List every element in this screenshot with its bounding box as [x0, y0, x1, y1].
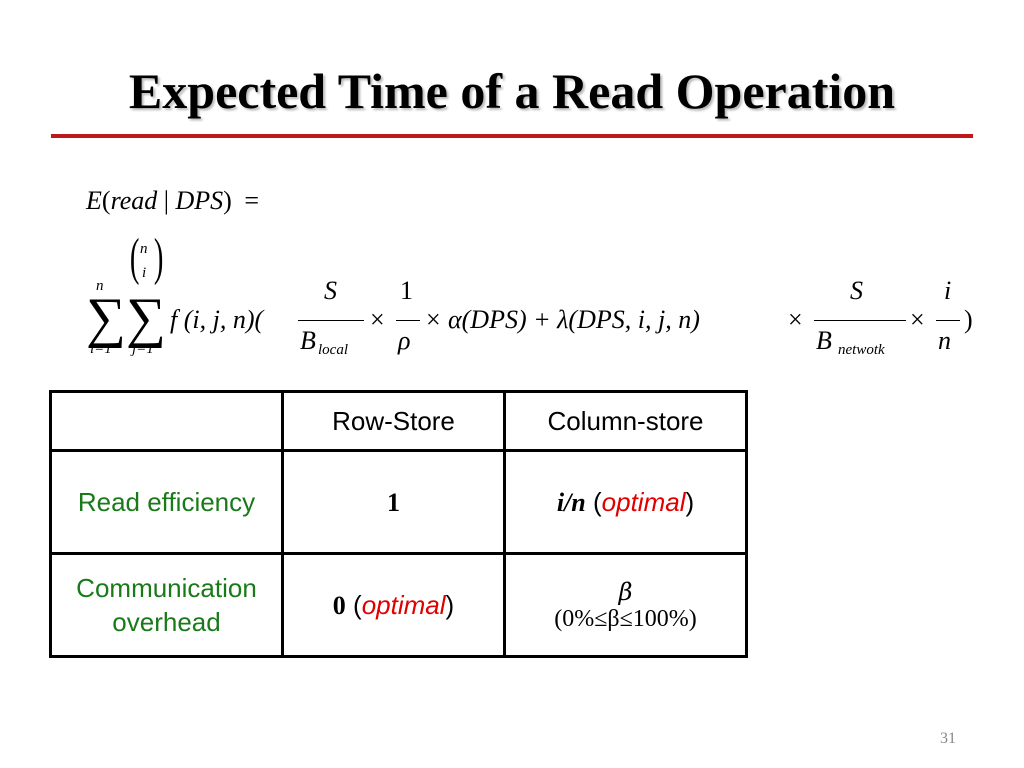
slide-title: Expected Time of a Read Operation: [128, 63, 896, 119]
header-empty: [49, 390, 284, 452]
read-efficiency-column-store: i/n (optimal): [503, 449, 748, 555]
frac3-den-sub: netwotk: [838, 342, 885, 358]
times-3: ×: [788, 305, 803, 334]
communication-row-close: ): [445, 589, 455, 620]
comparison-table: Row-Store Column-store Read efficiency 1…: [49, 390, 748, 658]
term-f: f (i, j, n)(: [170, 305, 264, 334]
communication-column-store: β (0%≤β≤100%): [503, 552, 748, 658]
header-column-store: Column-store: [503, 390, 748, 452]
frac1-line: [298, 320, 364, 322]
sum2-symbol: ∑: [126, 287, 166, 349]
frac2-line: [396, 320, 420, 322]
frac1-den-sub: local: [318, 342, 348, 358]
formula-eq: =: [244, 186, 259, 215]
frac3-line: [814, 320, 906, 322]
communication-col-beta: β: [618, 577, 633, 606]
page-number: 31: [940, 730, 956, 747]
frac3-num: S: [850, 276, 863, 305]
formula-line-1: E(read | DPS) =: [86, 186, 259, 216]
table-header-row: Row-Store Column-store: [49, 390, 748, 452]
formula-dps: DPS: [175, 186, 224, 215]
row-label-read-efficiency: Read efficiency: [49, 449, 284, 555]
frac1-num: S: [324, 276, 337, 305]
frac1-den-B: B: [300, 326, 316, 355]
table-row: Communication overhead 0 (optimal) β (0%…: [49, 552, 748, 658]
formula-close: ): [223, 186, 232, 215]
times-1: ×: [370, 305, 385, 334]
times-2: ×: [426, 305, 441, 334]
read-efficiency-row-value: 1: [387, 487, 400, 517]
formula-open: (: [101, 186, 111, 215]
alpha-lambda-term: α(DPS) + λ(DPS, i, j, n): [448, 305, 700, 334]
frac4-den: n: [938, 326, 951, 355]
frac2-num: 1: [400, 276, 413, 305]
read-efficiency-col-open: (: [585, 486, 602, 517]
binom-bottom: i: [142, 265, 147, 281]
close-paren: ): [964, 305, 973, 334]
communication-col-range: (0%≤β≤100%): [554, 605, 697, 632]
binom-top: n: [140, 241, 148, 257]
formula-read: read: [110, 186, 158, 215]
frac2-den: ρ: [398, 326, 411, 355]
sum1-symbol: ∑: [86, 287, 126, 349]
frac4-num: i: [944, 276, 952, 305]
communication-row-optimal: optimal: [361, 589, 446, 620]
read-efficiency-col-optimal: optimal: [601, 486, 686, 517]
sum1-top: n: [96, 278, 104, 294]
communication-row-store: 0 (optimal): [281, 552, 506, 658]
formula-bar: |: [163, 186, 169, 215]
times-4: ×: [910, 305, 925, 334]
table-row: Read efficiency 1 i/n (optimal): [49, 449, 748, 555]
formula-E: E: [86, 186, 102, 215]
binom-right-paren: ): [153, 229, 164, 286]
sum2-bottom: j=1: [132, 341, 154, 357]
frac3-den-B: B: [816, 326, 832, 355]
read-efficiency-col-close: ): [685, 486, 695, 517]
binom-left-paren: (: [129, 229, 140, 286]
formula-line-2: n ∑ i=1 ( n i ) ∑ j=1 f (i, j, n)( S B l…: [86, 232, 986, 370]
header-row-store: Row-Store: [281, 390, 506, 452]
sum1-bottom: i=1: [90, 341, 112, 357]
read-efficiency-col-value: i/n: [556, 487, 586, 517]
communication-row-value: 0: [332, 590, 346, 620]
read-efficiency-row-store: 1: [281, 449, 506, 555]
title-underline: [51, 134, 973, 138]
communication-row-open: (: [345, 589, 362, 620]
row-label-communication-overhead: Communication overhead: [49, 552, 284, 658]
frac4-line: [936, 320, 960, 322]
